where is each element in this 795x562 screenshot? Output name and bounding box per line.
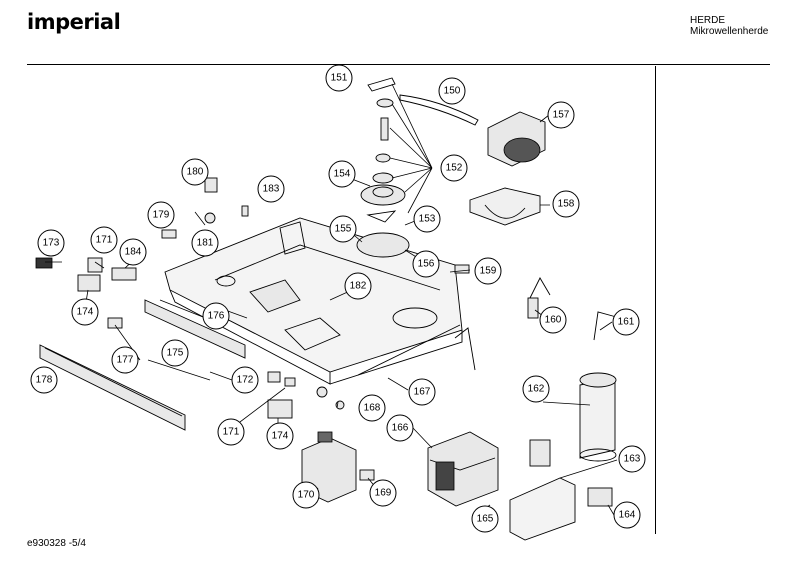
callout-175: 175 [161, 339, 189, 367]
callout-168: 168 [358, 394, 386, 422]
callout-157: 157 [547, 101, 575, 129]
svg-text:181: 181 [197, 238, 214, 249]
svg-text:174: 174 [77, 307, 94, 318]
callout-179: 179 [147, 201, 175, 229]
svg-text:177: 177 [117, 355, 134, 366]
callout-151: 151 [325, 64, 353, 92]
svg-text:154: 154 [334, 169, 351, 180]
svg-text:172: 172 [237, 375, 254, 386]
svg-text:179: 179 [153, 210, 170, 221]
turntable-drawing [356, 77, 479, 258]
svg-text:156: 156 [418, 259, 435, 270]
callout-174b: 174 [266, 422, 294, 450]
svg-text:157: 157 [553, 110, 570, 121]
callout-178: 178 [30, 366, 58, 394]
callout-184: 184 [119, 238, 147, 266]
callout-163: 163 [618, 445, 646, 473]
svg-text:168: 168 [364, 403, 381, 414]
svg-text:184: 184 [125, 247, 142, 258]
svg-text:169: 169 [375, 488, 392, 499]
svg-text:159: 159 [480, 266, 497, 277]
callout-174: 174 [71, 298, 99, 326]
callout-171: 171 [90, 226, 118, 254]
svg-text:155: 155 [335, 224, 352, 235]
svg-text:158: 158 [558, 199, 575, 210]
transformer-drawing [427, 431, 499, 507]
callout-156: 156 [412, 250, 440, 278]
header-subcategory: Mikrowellenherde [690, 26, 769, 37]
callout-154: 154 [328, 160, 356, 188]
callout-182: 182 [344, 272, 372, 300]
svg-text:174: 174 [272, 431, 289, 442]
callout-152: 152 [440, 154, 468, 182]
header-category: HERDE [690, 15, 726, 26]
callout-176: 176 [202, 302, 230, 330]
callout-159: 159 [474, 257, 502, 285]
callout-170: 170 [292, 481, 320, 509]
callout-165: 165 [471, 505, 499, 533]
svg-text:164: 164 [619, 510, 636, 521]
callout-177: 177 [111, 346, 139, 374]
svg-text:150: 150 [444, 86, 461, 97]
brand-logo: imperial [27, 10, 121, 34]
callout-171b: 171 [217, 418, 245, 446]
callout-181: 181 [191, 229, 219, 257]
svg-text:152: 152 [446, 163, 463, 174]
svg-text:153: 153 [419, 214, 436, 225]
callout-167: 167 [408, 378, 436, 406]
svg-text:167: 167 [414, 387, 431, 398]
callout-155: 155 [329, 215, 357, 243]
svg-text:178: 178 [36, 375, 53, 386]
svg-text:162: 162 [528, 384, 545, 395]
callout-169: 169 [369, 479, 397, 507]
svg-text:180: 180 [187, 167, 204, 178]
callout-158: 158 [552, 190, 580, 218]
motor-drawing [469, 111, 546, 226]
callout-150: 150 [438, 77, 466, 105]
svg-text:176: 176 [208, 311, 225, 322]
callout-173: 173 [37, 229, 65, 257]
callout-160: 160 [539, 306, 567, 334]
leader-152 [389, 83, 433, 214]
svg-text:170: 170 [298, 490, 315, 501]
small-parts-drawing [35, 177, 621, 481]
callout-153: 153 [413, 205, 441, 233]
drawing-code: e930328 -5/4 [27, 538, 86, 549]
svg-text:165: 165 [477, 514, 494, 525]
side-divider [655, 66, 656, 534]
svg-text:175: 175 [167, 348, 184, 359]
svg-text:182: 182 [350, 281, 367, 292]
callout-183: 183 [257, 175, 285, 203]
svg-text:173: 173 [43, 238, 60, 249]
header-divider [27, 64, 770, 65]
callout-172: 172 [231, 366, 259, 394]
callout-166: 166 [386, 414, 414, 442]
callout-164: 164 [613, 501, 641, 529]
svg-text:161: 161 [618, 317, 635, 328]
svg-text:151: 151 [331, 73, 348, 84]
callout-162: 162 [522, 375, 550, 403]
capacitor-drawing [579, 372, 617, 462]
svg-text:183: 183 [263, 184, 280, 195]
svg-text:171: 171 [96, 235, 113, 246]
front-rail-drawing [39, 299, 246, 431]
svg-text:166: 166 [392, 423, 409, 434]
callout-161: 161 [612, 308, 640, 336]
svg-text:171: 171 [223, 427, 240, 438]
svg-text:163: 163 [624, 454, 641, 465]
callout-180: 180 [181, 158, 209, 186]
svg-text:160: 160 [545, 315, 562, 326]
